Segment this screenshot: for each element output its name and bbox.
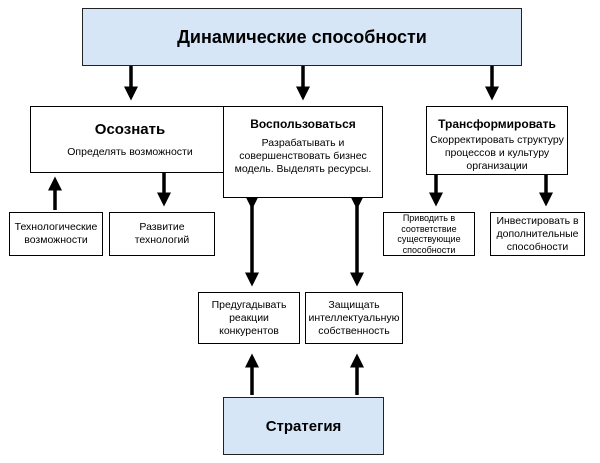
sense-title: Осознать [94, 121, 166, 138]
tech-development-box: Развитие технологий [109, 212, 215, 256]
seize-box: Воспользоваться Разрабатывать и совершен… [223, 106, 383, 198]
tech-development-label: Развитие технологий [134, 221, 190, 246]
invest-additional-box: Инвестировать в дополнительные способнос… [490, 212, 585, 256]
tech-capabilities-box: Технологические возможности [9, 212, 103, 256]
transform-title: Трансформировать [438, 117, 556, 131]
transform-desc: Скорректировать структуру процессов и ку… [430, 134, 564, 172]
seize-desc: Разрабатывать и совершенствовать бизнес … [234, 137, 372, 175]
protect-ip-label: Защищать интеллектуальную собственность [308, 298, 400, 337]
anticipate-competitors-box: Предугадывать реакции конкурентов [198, 292, 300, 344]
adapt-existing-label: Приводить в соответствие существующие сп… [397, 213, 461, 255]
transform-box: Трансформировать Скорректировать структу… [426, 106, 568, 175]
dynamic-capabilities-title: Динамические способности [177, 26, 427, 47]
sense-box: Осознать Определять возможности [30, 106, 230, 173]
adapt-existing-box: Приводить в соответствие существующие сп… [383, 212, 475, 256]
sense-desc: Определять возможности [67, 146, 193, 158]
invest-additional-label: Инвестировать в дополнительные способнос… [496, 214, 579, 253]
anticipate-competitors-label: Предугадывать реакции конкурентов [211, 298, 287, 337]
tech-capabilities-label: Технологические возможности [14, 221, 98, 246]
protect-ip-box: Защищать интеллектуальную собственность [305, 292, 403, 344]
seize-title: Воспользоваться [250, 117, 356, 131]
strategy-box: Стратегия [223, 397, 384, 455]
strategy-title: Стратегия [265, 417, 342, 435]
dynamic-capabilities-box: Динамические способности [82, 8, 522, 66]
